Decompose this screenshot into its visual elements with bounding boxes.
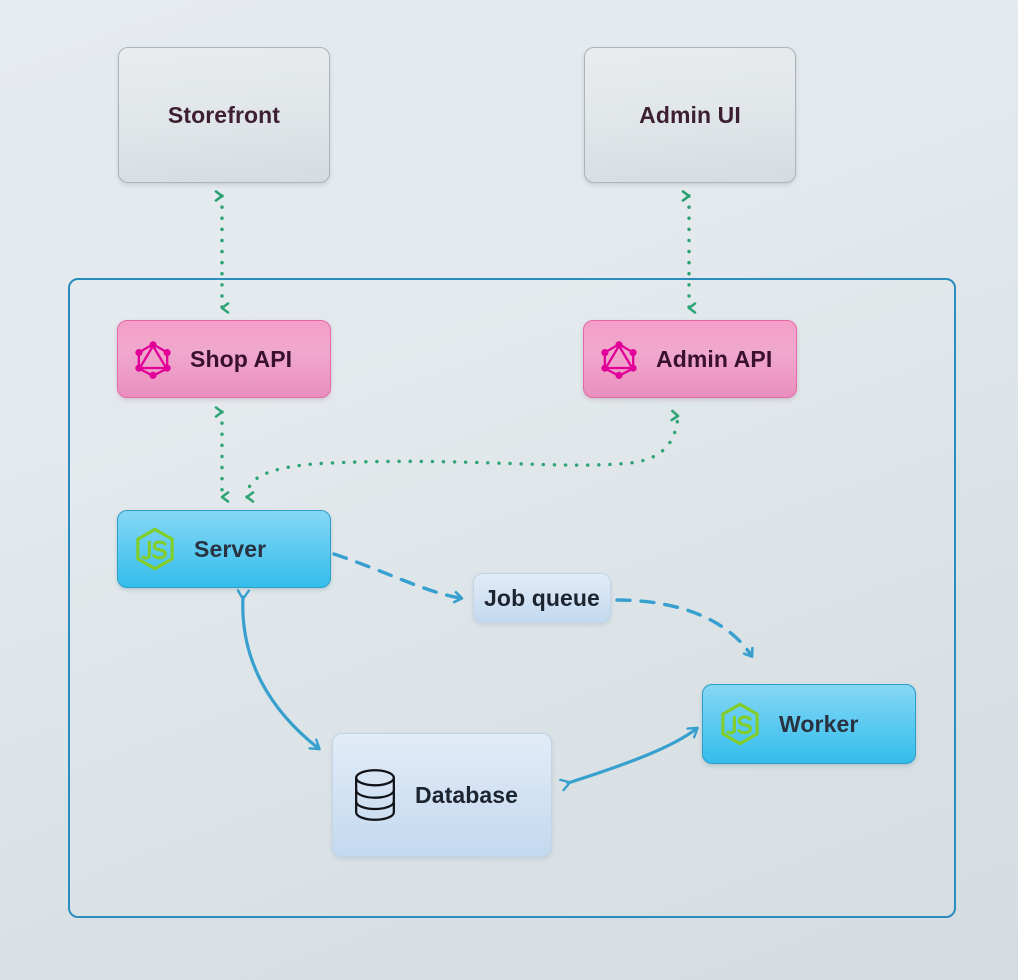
node-storefront-label: Storefront xyxy=(167,101,281,128)
nodejs-icon xyxy=(717,701,763,747)
node-job-queue[interactable]: Job queue xyxy=(473,573,611,623)
node-storefront[interactable]: Storefront xyxy=(118,47,330,183)
node-admin-api[interactable]: Admin API xyxy=(583,320,797,398)
node-admin-ui[interactable]: Admin UI xyxy=(584,47,796,183)
graphql-icon xyxy=(132,338,174,380)
node-database-label: Database xyxy=(415,781,519,808)
node-worker-label: Worker xyxy=(779,710,859,737)
nodejs-icon xyxy=(132,526,178,572)
node-shop-api-label: Shop API xyxy=(190,345,293,372)
graphql-icon xyxy=(598,338,640,380)
node-job-queue-label: Job queue xyxy=(484,584,600,611)
node-admin-ui-label: Admin UI xyxy=(639,101,741,128)
node-server-label: Server xyxy=(194,535,267,562)
node-worker[interactable]: Worker xyxy=(702,684,916,764)
database-icon xyxy=(351,767,399,823)
node-database[interactable]: Database xyxy=(332,733,552,857)
node-server[interactable]: Server xyxy=(117,510,331,588)
node-shop-api[interactable]: Shop API xyxy=(117,320,331,398)
node-admin-api-label: Admin API xyxy=(656,345,773,372)
